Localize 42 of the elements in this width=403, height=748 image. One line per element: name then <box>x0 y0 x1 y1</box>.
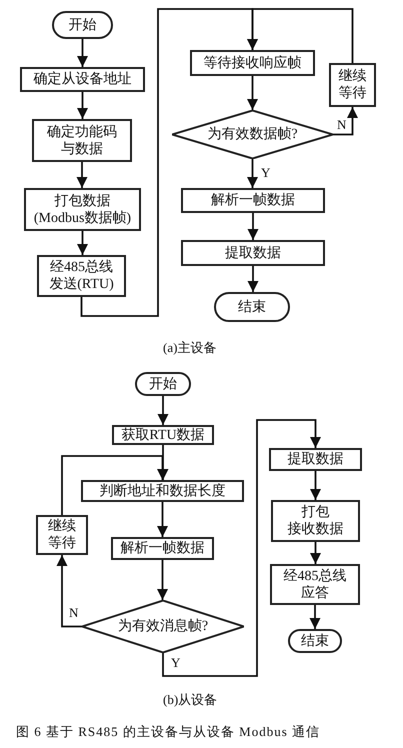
arrow <box>77 231 88 255</box>
decision-diamond: 为有效数据帧? <box>172 110 333 159</box>
process-box: 确定功能码与数据 <box>32 119 132 162</box>
arrow <box>247 76 258 110</box>
arrow <box>247 8 354 63</box>
arrow <box>76 162 88 188</box>
subfigure-caption: (a)主设备 <box>163 340 216 355</box>
edge-label: N <box>336 118 348 132</box>
edge-label: Y <box>260 166 272 180</box>
arrow <box>158 396 168 425</box>
arrow <box>310 471 321 500</box>
process-box: 提取数据 <box>269 448 362 471</box>
process-box: 继续等待 <box>329 63 376 107</box>
edge-label: Y <box>170 656 182 670</box>
arrow <box>310 542 321 564</box>
process-box: 等待接收响应帧 <box>190 50 315 76</box>
arrow <box>247 159 258 188</box>
process-box: 经485总线应答 <box>270 564 360 605</box>
process-box: 确定从设备地址 <box>20 67 145 92</box>
arrow <box>56 555 82 628</box>
subfigure-caption: (b)从设备 <box>163 692 218 707</box>
arrow <box>248 266 258 292</box>
arrow <box>310 605 320 629</box>
process-box: 继续等待 <box>36 515 88 555</box>
process-box: 打包数据 (Modbus数据帧) <box>24 188 141 231</box>
process-box: 提取数据 <box>181 240 325 266</box>
arrow <box>248 213 258 240</box>
arrow <box>162 419 321 677</box>
figure-caption: 图 6 基于 RS485 的主设备与从设备 Modbus 通信 <box>16 724 320 739</box>
arrow <box>157 502 168 537</box>
process-box: 解析一帧数据 <box>111 537 214 560</box>
process-box: 判断地址和数据长度 <box>81 480 244 502</box>
decision-diamond: 为有效消息帧? <box>82 600 244 653</box>
arrow <box>77 39 88 67</box>
process-box: 解析一帧数据 <box>181 188 325 213</box>
edge-label: N <box>68 606 80 620</box>
process-box: 经485总线发送(RTU) <box>37 255 126 297</box>
process-box: 获取RTU数据 <box>112 425 214 445</box>
process-box: 打包 接收数据 <box>271 500 360 542</box>
arrow <box>77 92 88 119</box>
arrow <box>157 560 168 600</box>
arrow <box>333 107 358 136</box>
